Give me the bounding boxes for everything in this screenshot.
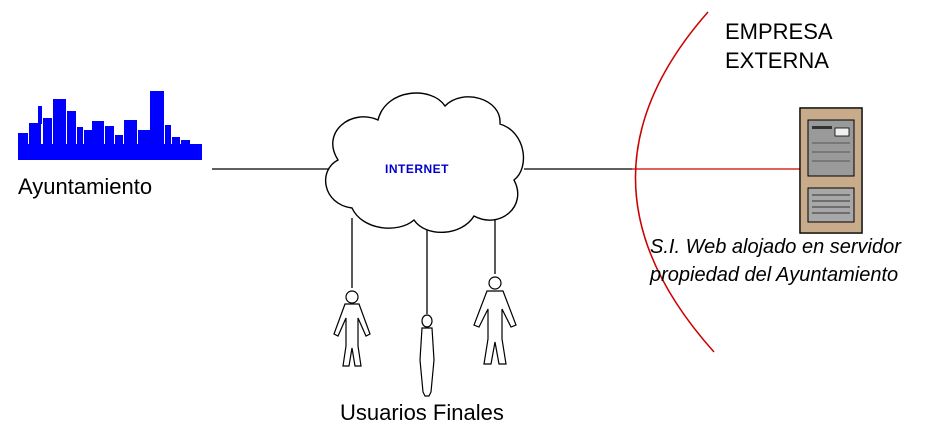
city-skyline-icon [18,91,202,160]
server-caption-line1: S.I. Web alojado en servidor [650,236,901,258]
company-label-line1: EMPRESA [725,19,833,44]
person-icon [333,290,371,367]
cloud-icon [324,92,525,233]
server-tower-icon [799,107,863,234]
external-boundary-arc [634,11,715,353]
person-icon [419,314,435,397]
server-caption-line2: propiedad del Ayuntamiento [650,264,899,286]
company-label-line2: EXTERNA [725,48,829,73]
users-label: Usuarios Finales [340,400,504,425]
person-icon [473,276,517,365]
city-label: Ayuntamiento [18,174,153,199]
internet-label: INTERNET [385,162,449,176]
